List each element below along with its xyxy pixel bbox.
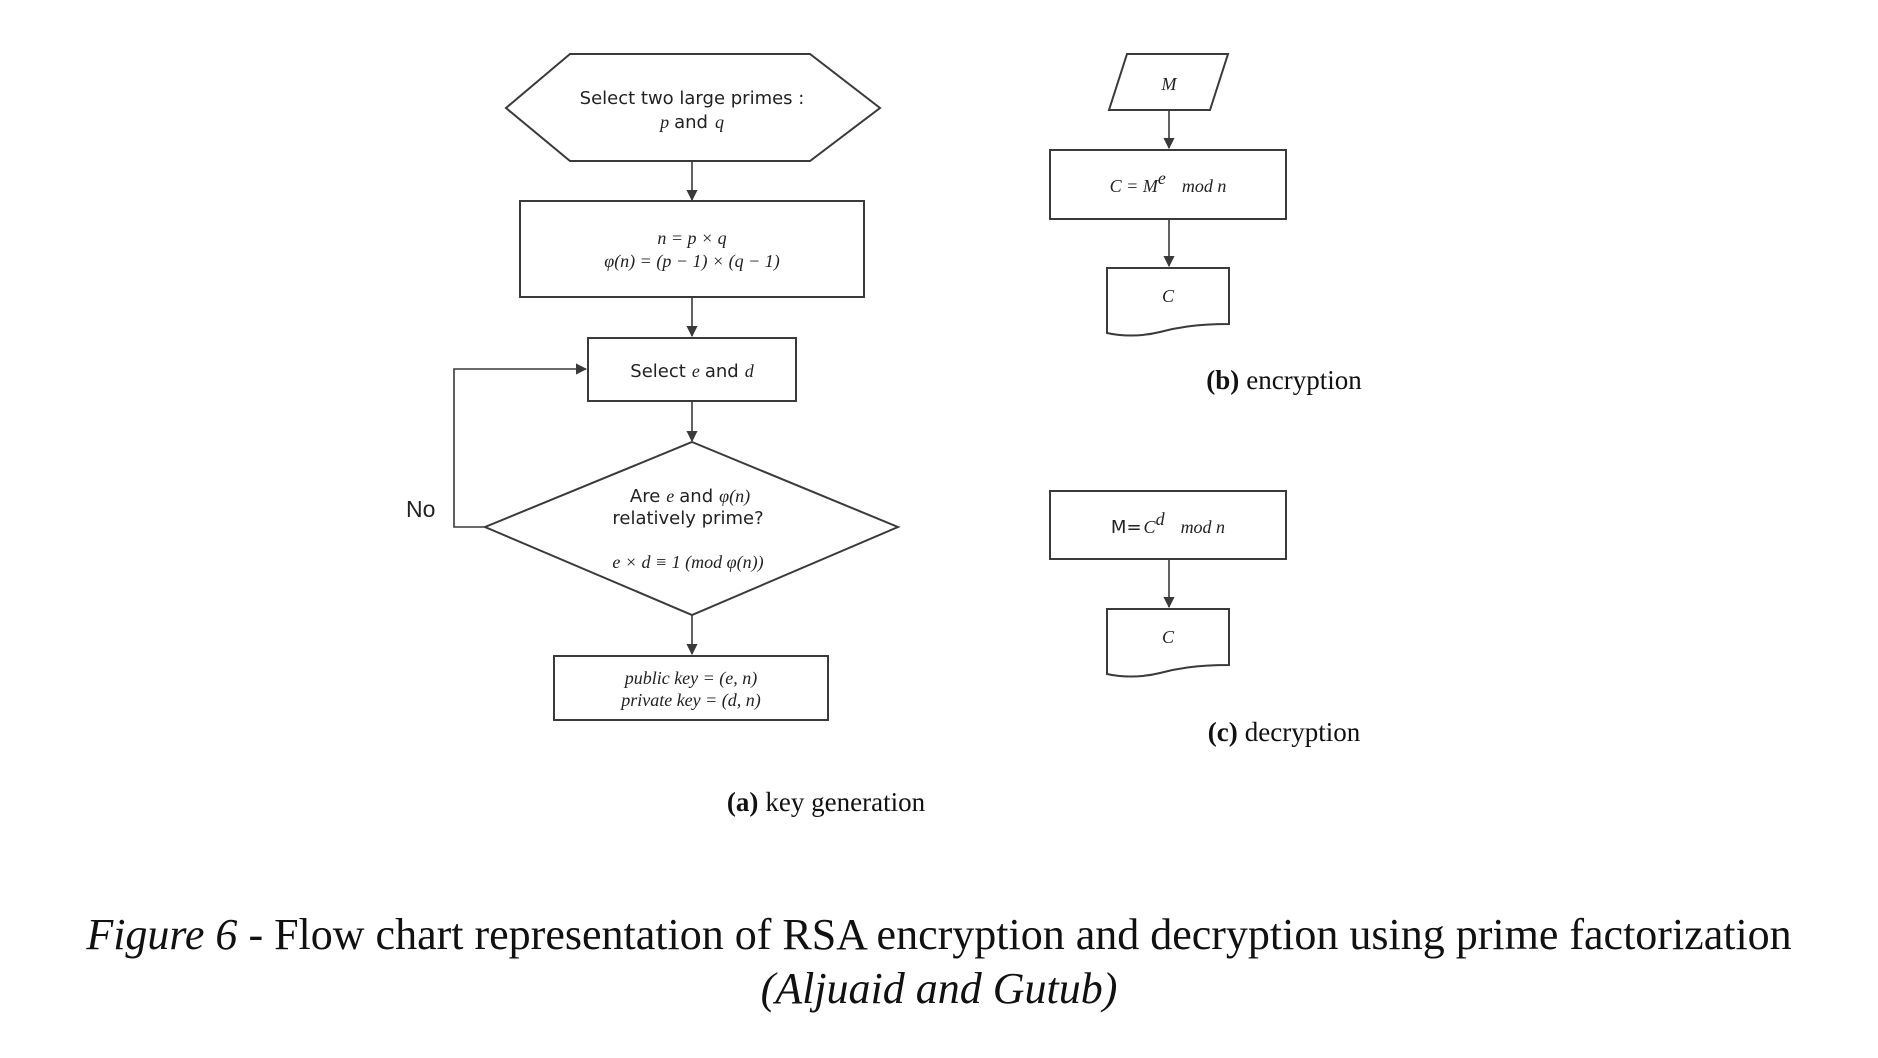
encryption-formula-node [1049,149,1287,220]
compute-n-phi-node [519,200,865,298]
decryption-output-text: C [1162,627,1175,647]
ciphertext-document-node [1106,267,1230,337]
subfigure-c-caption: (c)decryption [1208,717,1361,747]
public-key-text: public key = (e, n) [623,668,758,689]
figure-caption-line1: Figure 6 - Flow chart representation of … [0,908,1878,962]
start-select-primes-node [504,53,882,162]
subfigure-b-caption: (b)encryption [1206,365,1362,395]
no-branch-label: No [406,496,435,522]
start-node-text-line1: Select two large primes : [580,88,805,109]
figure-caption: Figure 6 - Flow chart representation of … [0,908,1878,1016]
figure-source: (Aljuaid and Gutub) [760,964,1118,1013]
plaintext-input-node [1107,53,1230,111]
encryption-input-text: M [1161,74,1178,94]
figure-caption-text: - Flow chart representation of RSA encry… [237,910,1792,959]
subfigure-a-caption: (a)key generation [727,787,926,817]
edge-decision-no-loop [453,363,588,528]
select-e-d-node [587,337,797,402]
encryption-output-text: C [1162,286,1175,306]
decision-text-line2: relatively prime? [612,508,763,529]
decryption-formula-node [1049,490,1287,560]
decision-formula-text: e × d ≡ 1 (mod φ(n)) [612,552,763,573]
decrypted-document-node [1106,608,1230,678]
key-output-node [553,655,829,721]
compute-phi-text: φ(n) = (p − 1) × (q − 1) [604,251,780,272]
private-key-text: private key = (d, n) [619,690,761,711]
figure-number: Figure 6 [86,910,238,959]
compute-n-text: n = p × q [657,228,726,248]
